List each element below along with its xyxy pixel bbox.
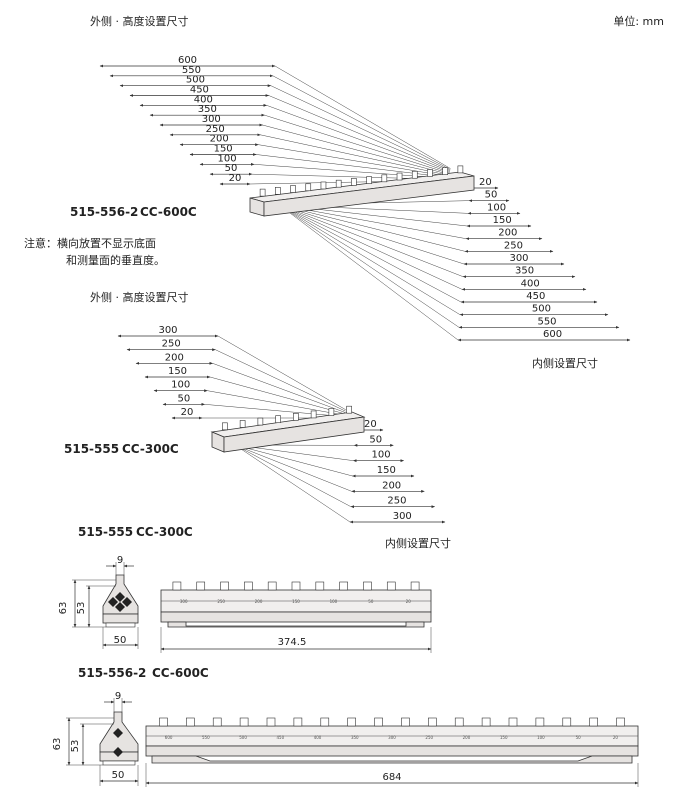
ortho300-dim-width: 9 <box>117 555 123 566</box>
cc600-inner-label: 20 <box>479 177 492 188</box>
ortho600-dim-width: 9 <box>115 691 121 702</box>
cc600-inner-label: 450 <box>526 291 545 302</box>
scale-mark: 450 <box>276 735 284 740</box>
cc300-outer-label: 100 <box>171 380 190 391</box>
ortho600-code: CC-600C <box>152 666 209 680</box>
scale-mark: 200 <box>255 599 263 604</box>
scale-mark: 50 <box>576 735 582 740</box>
ortho300-model-number: 515-555 <box>78 525 133 539</box>
ortho600-dim-height-inner: 53 <box>70 740 81 753</box>
cc600-inner-label: 550 <box>537 316 556 327</box>
cc300-inner-label: 200 <box>382 480 401 491</box>
scale-mark: 150 <box>292 599 300 604</box>
note-line-2: 和测量面的垂直度。 <box>66 253 165 267</box>
cc300-outer-dimensions: 300 250 200 150 100 50 20 <box>117 325 346 420</box>
cc600-outer-label: 600 <box>178 55 197 66</box>
cc600-outer-label: 500 <box>186 75 205 86</box>
cc600-outer-label: 150 <box>214 144 233 155</box>
cc300-outer-label: 150 <box>168 366 187 377</box>
cc300-inner-label: 150 <box>377 465 396 476</box>
ortho600-dim-base: 50 <box>112 770 125 781</box>
unit-label: 单位: mm <box>613 14 664 28</box>
cc300-isometric: 300 250 200 150 100 50 20 20 50 100 150 200 250 300 <box>117 325 446 524</box>
scale-mark: 550 <box>202 735 210 740</box>
cc600-outer-label: 250 <box>206 124 225 135</box>
scale-mark: 200 <box>463 735 471 740</box>
scale-mark: 50 <box>368 599 374 604</box>
scale-mark: 100 <box>537 735 545 740</box>
ortho300-end-view: 9 63 53 50 <box>58 555 139 649</box>
scale-mark: 300 <box>388 735 396 740</box>
scale-mark: 100 <box>330 599 338 604</box>
scale-mark: 600 <box>165 735 173 740</box>
ortho600-side-view: 600 550 500 450 400 350 300 250 200 150 100 50 20 68… <box>145 717 639 787</box>
cc600-inner-label: 200 <box>498 228 517 239</box>
cc300-bar <box>210 405 366 453</box>
cc600-inner-label: 350 <box>515 266 534 277</box>
ortho300-dim-length: 374.5 <box>278 637 307 648</box>
ortho600-model-number: 515-556-2 <box>78 666 146 680</box>
cc300-inner-title: 内侧设置尺寸 <box>385 536 451 550</box>
cc600-inner-label: 500 <box>532 304 551 315</box>
note-line-1: 注意：横向放置不显示底面 <box>24 236 156 250</box>
cc600-code: CC-600C <box>140 205 197 219</box>
cc600-outer-label: 450 <box>190 85 209 96</box>
scale-mark: 20 <box>613 735 619 740</box>
cc300-inner-label: 300 <box>393 511 412 522</box>
cc600-outer-title: 外侧 · 高度设置尺寸 <box>90 14 189 28</box>
ortho600-dim-height-total: 63 <box>52 738 63 751</box>
cc600-outer-label: 400 <box>194 94 213 105</box>
cc600-inner-label: 600 <box>543 329 562 340</box>
cc300-model-number: 515-555 <box>64 442 119 456</box>
cc600-inner-label: 250 <box>504 240 523 251</box>
cc300-outer-label: 200 <box>165 352 184 363</box>
ortho300-code: CC-300C <box>136 525 193 539</box>
cc300-inner-label: 20 <box>364 419 377 430</box>
cc600-inner-label: 50 <box>485 190 498 201</box>
cc600-outer-label: 100 <box>218 153 237 164</box>
ortho300-dim-height-inner: 53 <box>76 602 87 615</box>
cc300-code: CC-300C <box>122 442 179 456</box>
ortho600-end-view: 9 63 53 50 <box>52 691 139 786</box>
scale-mark: 150 <box>500 735 508 740</box>
cc300-outer-title: 外侧 · 高度设置尺寸 <box>90 290 189 304</box>
ortho300-side-view: 300 250 200 150 100 50 20 374.5 <box>160 581 432 653</box>
cc600-outer-label: 200 <box>210 134 229 145</box>
cc600-model-number: 515-556-2 <box>70 205 138 219</box>
cc600-inner-label: 400 <box>521 278 540 289</box>
cc300-outer-label: 300 <box>158 325 177 336</box>
cc600-outer-label: 550 <box>182 65 201 76</box>
scale-mark: 20 <box>406 599 412 604</box>
cc600-outer-label: 20 <box>229 173 242 184</box>
cc600-inner-label: 150 <box>493 215 512 226</box>
cc300-outer-label: 20 <box>181 407 194 418</box>
cc300-inner-label: 100 <box>371 450 390 461</box>
cc300-inner-label: 50 <box>369 434 382 445</box>
scale-mark: 300 <box>180 599 188 604</box>
scale-mark: 500 <box>239 735 247 740</box>
cc300-outer-label: 250 <box>162 339 181 350</box>
cc600-inner-label: 300 <box>509 253 528 264</box>
cc300-inner-label: 250 <box>387 496 406 507</box>
scale-mark: 350 <box>351 735 359 740</box>
cc300-outer-label: 50 <box>177 393 190 404</box>
ortho300-dim-base: 50 <box>114 635 127 646</box>
cc600-inner-label: 100 <box>487 202 506 213</box>
cc600-inner-title: 内侧设置尺寸 <box>532 356 598 370</box>
ortho300-dim-height-total: 63 <box>58 602 69 615</box>
scale-mark: 400 <box>314 735 322 740</box>
ortho600-dim-length: 684 <box>382 772 401 783</box>
cc600-outer-label: 50 <box>225 163 238 174</box>
cc600-outer-label: 300 <box>202 114 221 125</box>
cc600-outer-label: 350 <box>198 104 217 115</box>
scale-mark: 250 <box>217 599 225 604</box>
scale-mark: 250 <box>425 735 433 740</box>
cc600-bar <box>249 165 475 217</box>
